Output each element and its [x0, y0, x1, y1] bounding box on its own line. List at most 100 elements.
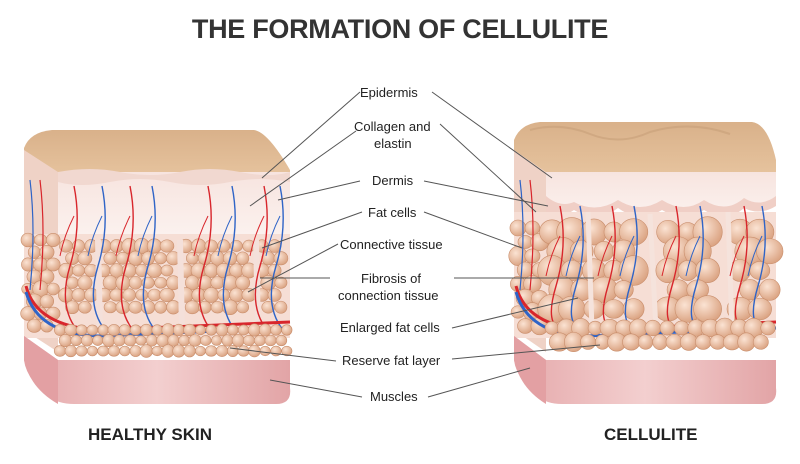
fat-cell	[58, 333, 72, 348]
fat-cell	[118, 324, 131, 336]
fat-cell	[593, 241, 614, 262]
blood-vessel	[142, 185, 156, 331]
fat-cell	[752, 334, 769, 350]
blood-vessel-branch	[685, 235, 701, 277]
fat-cell	[273, 251, 289, 266]
connective-septum	[253, 239, 261, 331]
fat-cell	[128, 250, 143, 266]
fat-cell	[119, 345, 131, 357]
fat-cell	[183, 323, 196, 337]
label-fibrosis-line1: Fibrosis of	[361, 271, 421, 286]
fat-cell	[258, 323, 272, 337]
fat-cell	[622, 333, 641, 351]
fat-cell	[205, 345, 218, 357]
leader-lines	[229, 91, 601, 398]
fibrotic-band	[725, 211, 735, 331]
fat-cell	[77, 275, 93, 291]
fat-cell	[128, 300, 143, 314]
fat-cell	[146, 263, 163, 278]
fat-cell	[103, 251, 118, 265]
fat-cell	[544, 321, 560, 335]
fibrotic-band	[585, 211, 595, 331]
fat-cell	[188, 334, 202, 347]
blood-vessel-branch	[193, 215, 209, 257]
fat-cell	[270, 324, 282, 336]
fat-cell	[760, 320, 776, 336]
fat-cell	[45, 257, 61, 272]
label-connective-tissue: Connective tissue	[340, 237, 443, 252]
healthy-fat-cells	[20, 232, 289, 333]
blood-vessel	[254, 185, 268, 331]
connective-septum	[177, 239, 185, 331]
fat-cell	[756, 238, 784, 265]
fat-cell	[64, 344, 77, 358]
fat-cell	[237, 345, 250, 357]
fat-cell	[113, 334, 126, 347]
fat-cell	[141, 251, 155, 266]
fat-cell	[677, 260, 698, 281]
fat-cell	[77, 251, 93, 266]
blood-vessel-branch	[87, 215, 103, 257]
fat-cell	[673, 320, 690, 336]
fat-cell	[274, 300, 288, 314]
fat-cell	[236, 301, 250, 314]
fat-cell	[237, 324, 250, 336]
fat-cell	[32, 257, 49, 272]
fat-cell	[695, 334, 712, 350]
fat-cell	[227, 345, 239, 357]
fat-cell	[184, 300, 200, 315]
fat-cell	[107, 345, 121, 357]
fat-cell	[172, 344, 186, 358]
fat-cell	[135, 288, 149, 302]
fat-cell	[644, 319, 661, 337]
fat-cell	[160, 264, 174, 277]
connective-septum	[95, 239, 103, 331]
fat-cell	[204, 239, 218, 253]
fat-cell	[86, 345, 98, 357]
blood-vessel	[120, 185, 134, 331]
fat-cell	[227, 324, 239, 336]
healthy-muscle	[24, 336, 291, 404]
fat-cell	[235, 275, 251, 290]
blood-vessel	[529, 179, 534, 291]
fat-cell	[159, 287, 175, 303]
label-fat-cells: Fat cells	[368, 205, 417, 220]
fat-cell	[128, 275, 143, 290]
fat-cell	[97, 345, 110, 357]
fat-cell	[172, 323, 185, 337]
blood-vessel	[92, 185, 106, 331]
fat-cell	[509, 219, 527, 237]
caption-healthy-skin: HEALTHY SKIN	[88, 425, 213, 444]
blood-vessel-branch	[59, 215, 75, 257]
fat-cell	[695, 258, 721, 283]
fat-cell	[253, 334, 266, 347]
fat-cell	[638, 334, 654, 350]
fat-cell	[86, 324, 99, 336]
fat-cell	[247, 323, 261, 337]
diagram-title: THE FORMATION OF CELLULITE	[191, 14, 609, 44]
fat-cell	[264, 334, 277, 347]
fat-cell	[46, 232, 61, 248]
fat-cell	[210, 301, 225, 314]
label-collagen-line1: Collagen and	[354, 119, 431, 134]
healthy-skin-block	[20, 130, 293, 404]
fat-cell	[211, 335, 223, 346]
fat-cell	[92, 335, 104, 346]
blood-vessel-branch	[217, 215, 233, 257]
blood-vessel-branch	[137, 215, 153, 257]
blood-vessel-branch	[249, 215, 265, 257]
blood-vessel	[222, 185, 236, 331]
fat-cell	[203, 287, 219, 303]
fat-cell	[122, 288, 136, 302]
fat-cell	[129, 324, 142, 336]
fat-cell	[517, 318, 534, 334]
fat-cell	[185, 252, 199, 265]
fat-cell	[64, 324, 78, 336]
fat-cell	[46, 282, 60, 296]
fat-cell	[221, 334, 234, 347]
fat-cell	[146, 238, 162, 254]
fat-cell	[693, 295, 722, 323]
fat-cell	[107, 324, 121, 336]
fat-cell	[215, 345, 229, 357]
fat-cell	[129, 345, 142, 357]
